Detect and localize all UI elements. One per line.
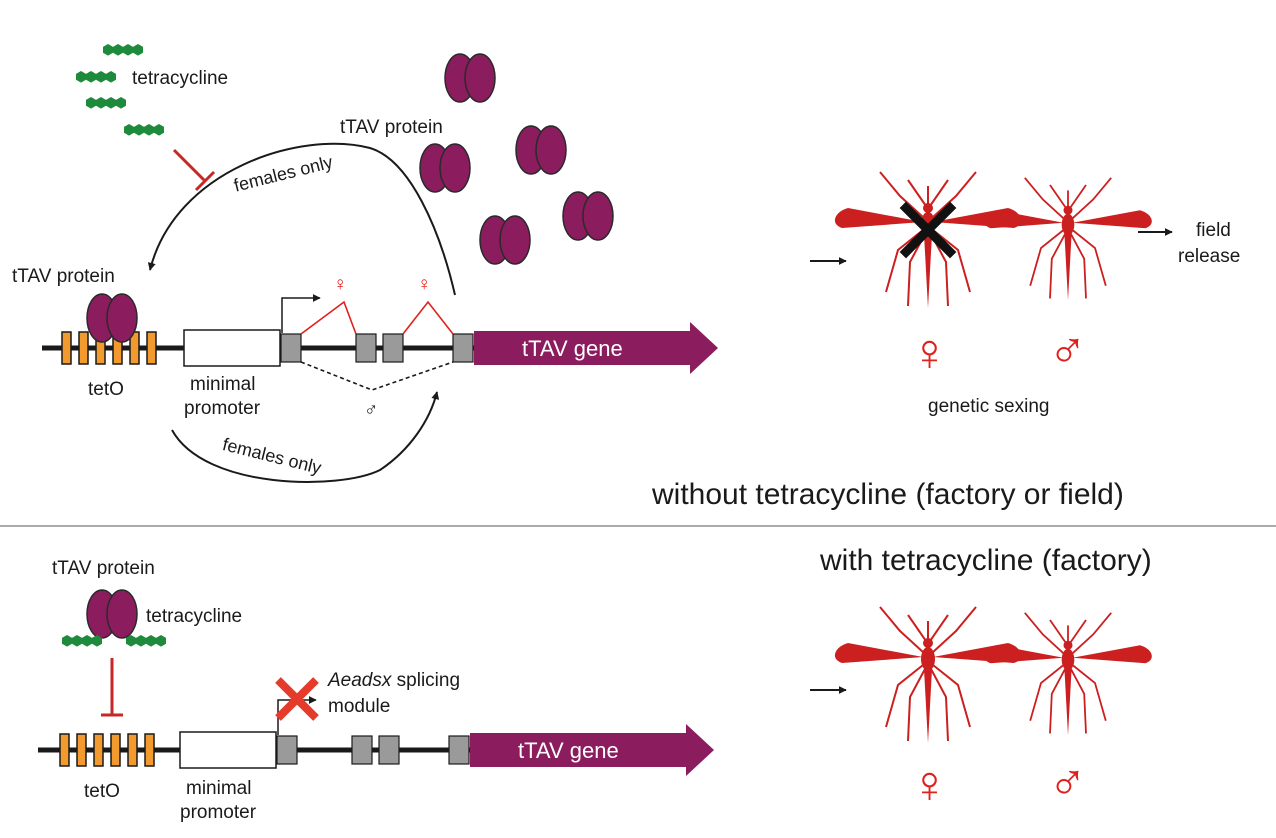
ttav-protein-bound-label: tTAV protein bbox=[12, 266, 115, 287]
ttav-protein-icon bbox=[444, 53, 496, 103]
exon-2-bottom bbox=[351, 735, 373, 765]
mosquito-male-icon bbox=[983, 176, 1153, 302]
female-splice-path-1 bbox=[300, 300, 357, 335]
female-splice-symbol-2: ♀ bbox=[417, 274, 431, 295]
exon-3-top bbox=[382, 333, 404, 363]
feedback-arc-bottom bbox=[171, 391, 440, 483]
ttav-gene-arrow-top bbox=[474, 322, 718, 374]
splicing-module-label-2: module bbox=[328, 696, 390, 717]
teto-operator-bottom bbox=[59, 733, 155, 767]
exon-3-bottom bbox=[378, 735, 400, 765]
release-label: release bbox=[1178, 246, 1240, 267]
field-label: field bbox=[1196, 220, 1231, 241]
male-symbol-bottom: ♂ bbox=[1048, 754, 1087, 812]
minimal-promoter-box-top bbox=[183, 329, 281, 367]
ttav-protein-bound-icon bbox=[86, 293, 138, 343]
female-splice-path-2 bbox=[402, 300, 454, 335]
tetracycline-molecules-top bbox=[76, 44, 164, 136]
ttav-protein-icon bbox=[479, 215, 531, 265]
ttav-protein-icon bbox=[515, 125, 567, 175]
minimal-label-top: minimal bbox=[190, 374, 255, 395]
ttav-protein-free-label: tTAV protein bbox=[340, 117, 443, 138]
tetracycline-molecule-icon bbox=[76, 71, 116, 83]
male-splice-path bbox=[300, 361, 454, 391]
mosquito-female-icon bbox=[833, 171, 1023, 309]
promoter-label-top: promoter bbox=[184, 398, 261, 419]
male-symbol-top: ♂ bbox=[1048, 322, 1087, 380]
genetic-sexing-label: genetic sexing bbox=[928, 396, 1049, 417]
tetracycline-molecule-icon bbox=[126, 635, 166, 647]
minimal-label-bottom: minimal bbox=[186, 778, 251, 799]
promoter-label-bottom: promoter bbox=[180, 802, 257, 823]
construct-bottom: tTAV gene bbox=[38, 677, 714, 776]
ttav-protein-icon bbox=[562, 191, 614, 241]
females-only-label-top: females only bbox=[232, 152, 335, 196]
minimal-promoter-box-bottom bbox=[179, 731, 277, 769]
exon-4-bottom bbox=[448, 735, 470, 765]
tetracycline-label-top: tetracycline bbox=[132, 68, 228, 89]
tetracycline-molecule-icon bbox=[124, 124, 164, 136]
ttav-gene-label-bottom: tTAV gene bbox=[518, 738, 619, 763]
females-only-label-bottom: females only bbox=[221, 434, 324, 478]
teto-label-bottom: tetO bbox=[84, 781, 120, 802]
exon-1-top bbox=[280, 333, 302, 363]
condition-with-label: with tetracycline (factory) bbox=[819, 544, 1152, 577]
inhibition-symbol-top bbox=[172, 148, 216, 192]
male-splice-symbol: ♂ bbox=[364, 400, 378, 421]
female-symbol-top: ♀ bbox=[910, 324, 949, 382]
tetracycline-molecule-icon bbox=[103, 44, 143, 56]
construct-top: tTAV gene bbox=[42, 293, 718, 391]
exon-4-top bbox=[452, 333, 474, 363]
ttav-protein-icon bbox=[419, 143, 471, 193]
free-ttav-proteins bbox=[419, 53, 614, 265]
ttav-gene-label-top: tTAV gene bbox=[522, 336, 623, 361]
inhibition-symbol-bottom bbox=[101, 658, 123, 717]
ttav-protein-bottom-label: tTAV protein bbox=[52, 558, 155, 579]
condition-without-label: without tetracycline (factory or field) bbox=[651, 478, 1124, 511]
transcription-start-arrow-top bbox=[281, 294, 321, 333]
exon-1-bottom bbox=[276, 735, 298, 765]
cross-icon bbox=[899, 201, 957, 259]
teto-label-top: tetO bbox=[88, 379, 124, 400]
tetracycline-molecule-icon bbox=[62, 635, 102, 647]
mosquito-female-icon bbox=[833, 606, 1023, 744]
ttav-protein-icon bbox=[86, 589, 138, 639]
tetracycline-molecule-icon bbox=[86, 97, 126, 109]
female-symbol-bottom: ♀ bbox=[910, 756, 949, 814]
ttav-gene-arrow-bottom bbox=[470, 724, 714, 776]
feedback-arc-top bbox=[147, 142, 456, 296]
teto-operator-top bbox=[61, 331, 157, 365]
female-splice-symbol-1: ♀ bbox=[333, 274, 347, 295]
splicing-module-label: Aeadsx splicing bbox=[327, 670, 460, 691]
mosquito-male-icon bbox=[983, 611, 1153, 737]
tetracycline-bottom-label: tetracycline bbox=[146, 606, 242, 627]
exon-2-top bbox=[355, 333, 377, 363]
cross-icon bbox=[275, 677, 319, 721]
